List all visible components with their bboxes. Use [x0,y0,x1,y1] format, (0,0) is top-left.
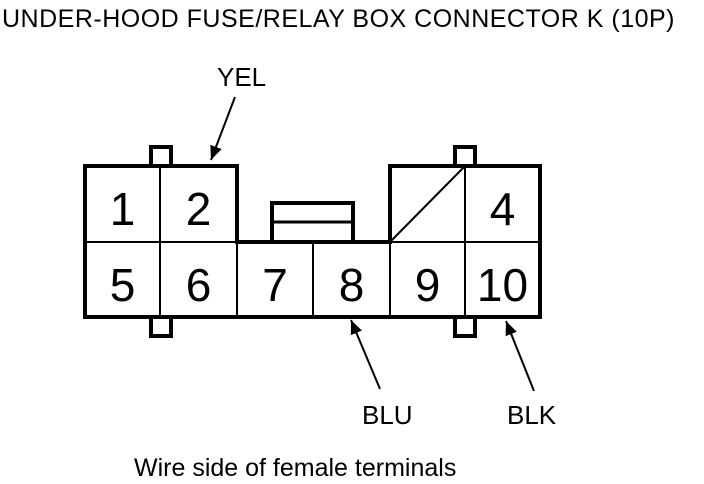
pin-cell-4: 4 [489,183,516,235]
blu-arrow [350,319,381,390]
blk-arrow [505,320,535,392]
yel-arrow [210,96,236,161]
pin-cell-7: 7 [262,258,288,311]
pin-cell-6: 6 [185,258,212,311]
tab-bottom-left [149,315,173,338]
wire-label-blu: BLU [362,400,413,430]
pin-cell-1: 1 [109,183,136,235]
pin-cell-5: 5 [109,258,136,311]
page-title: UNDER-HOOD FUSE/RELAY BOX CONNECTOR K (1… [2,5,676,33]
tab-top-right [453,145,477,168]
pin-cell-9: 9 [414,258,441,311]
wire-label-yel: YEL [217,62,267,92]
tab-bottom-right [453,315,477,338]
pin-cell-10: 10 [476,258,529,311]
pin-cell-8: 8 [338,258,365,311]
diagram-caption: Wire side of female terminals [134,454,457,482]
no-pin-diagonal [389,165,466,243]
pin-cell-2: 2 [185,183,212,235]
wire-label-blk: BLK [507,400,557,430]
tab-top-left [149,145,173,168]
